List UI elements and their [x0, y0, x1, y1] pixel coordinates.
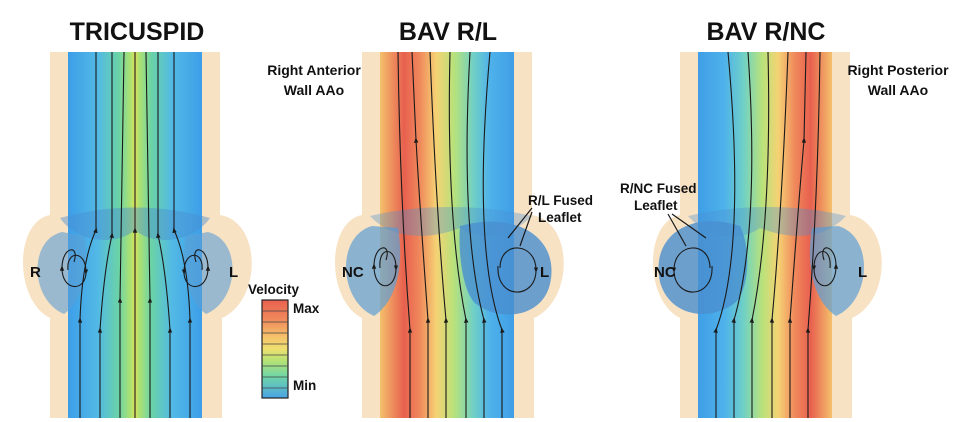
panel-title: BAV R/NC [707, 18, 826, 46]
wall-label-line2: Wall AAo [284, 82, 344, 98]
legend-max-label: Max [293, 301, 320, 316]
panel-tricuspid: TRICUSPID R L [23, 18, 252, 418]
panel-title: BAV R/L [399, 18, 497, 46]
velocity-legend: Velocity Max Min [248, 282, 320, 399]
legend-ticks [262, 310, 288, 389]
wall-label-line1: Right Anterior [267, 62, 361, 78]
legend-title: Velocity [248, 282, 300, 297]
streamlines-tricuspid [59, 51, 211, 418]
fused-leaflet-label-line2: Leaflet [538, 210, 582, 225]
panel-bav-rl: BAV R/L NC L R/L Fused Leaflet Right Ant… [267, 18, 593, 418]
wall-label-line1: Right Posterior [847, 62, 949, 78]
panel-bav-rnc: BAV R/NC NC L R/NC Fused Leaflet Right P… [620, 18, 949, 418]
right-cusp-label: L [540, 264, 549, 281]
leaflet-band-bav-rl [370, 207, 532, 237]
fused-leaflet-label-line1: R/NC Fused [620, 181, 697, 196]
fused-leaflet-pointer [667, 213, 707, 247]
left-cusp-label: NC [654, 264, 676, 281]
leaflet-band-bav-rnc [688, 207, 846, 237]
fused-leaflet-label-line1: R/L Fused [528, 193, 593, 208]
fused-leaflet-label-line2: Leaflet [634, 198, 678, 213]
panel-title: TRICUSPID [70, 18, 205, 46]
wall-label-line2: Wall AAo [868, 82, 928, 98]
streamlines-bav-rnc [671, 51, 839, 418]
right-cusp-label: L [858, 264, 867, 281]
fused-leaflet-sinus-bav-rl [459, 221, 552, 315]
right-cusp-label: L [229, 264, 238, 281]
legend-colorbar [261, 299, 289, 399]
left-cusp-label: NC [342, 264, 364, 281]
left-sinus-bav-rl [345, 226, 401, 316]
fused-leaflet-pointer [507, 207, 533, 247]
legend-min-label: Min [293, 378, 316, 393]
right-sinus-bav-rnc [809, 226, 865, 316]
streamlines-bav-rl [371, 51, 539, 418]
left-cusp-label: R [30, 264, 41, 281]
fused-leaflet-sinus-bav-rnc [658, 221, 748, 314]
